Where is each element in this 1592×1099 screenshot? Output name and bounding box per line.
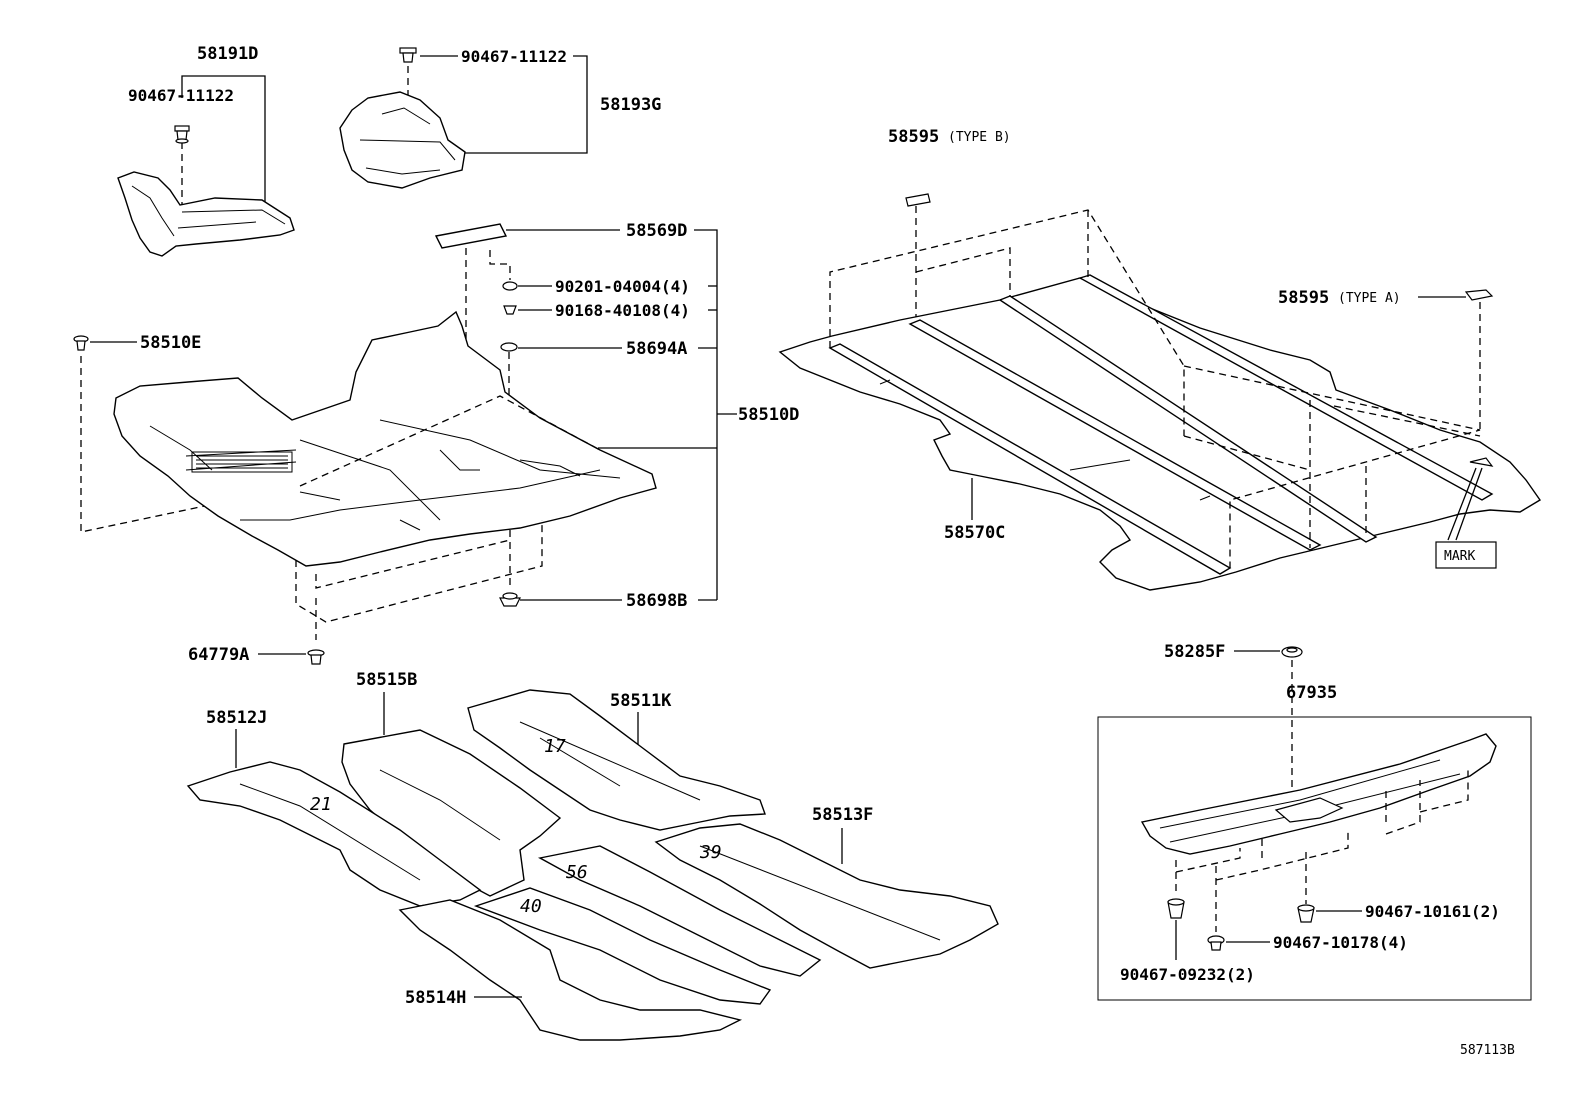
tag-58595-type-b-icon bbox=[905, 193, 931, 207]
part-58193G-group: 90467-11122 58193G bbox=[339, 47, 661, 189]
label-58191D[interactable]: 58191D bbox=[197, 44, 258, 64]
label-58285F[interactable]: 58285F bbox=[1164, 642, 1225, 662]
label-90467-10161[interactable]: 90467-10161(2) bbox=[1365, 902, 1500, 921]
part-58570C-group: 58595 (TYPE B) 58595 (TYPE A) MARK 58570… bbox=[778, 127, 1542, 591]
label-58694A[interactable]: 58694A bbox=[626, 339, 687, 359]
clip-64779A-icon bbox=[307, 649, 325, 665]
box-67935 bbox=[1097, 716, 1532, 1001]
pad-58569D bbox=[434, 223, 508, 249]
label-64779A[interactable]: 64779A bbox=[188, 645, 249, 665]
mark-arrow-icon bbox=[1469, 457, 1494, 467]
mat-marking-56-icon: 56 bbox=[566, 862, 588, 883]
part-58569D-group: 58569D 58510D 90201-04004(4) 90168-40108… bbox=[434, 221, 799, 600]
clip-90467-09232-icon bbox=[1167, 898, 1185, 919]
clip-90467-10178-icon bbox=[1207, 935, 1225, 951]
mat-marking-17-icon: 17 bbox=[544, 736, 566, 757]
part-58570C-carpet bbox=[778, 277, 1542, 591]
clip-90467-10161-icon bbox=[1297, 904, 1315, 923]
label-58515B[interactable]: 58515B bbox=[356, 670, 417, 690]
clip-58285F-icon bbox=[1281, 646, 1303, 658]
mat-marking-39-icon: 39 bbox=[699, 842, 722, 863]
label-58595-type-a[interactable]: 58595 bbox=[1278, 288, 1329, 308]
label-58512J[interactable]: 58512J bbox=[206, 708, 267, 728]
part-67935-group: 58285F 67935 90467-09232(2) bbox=[1097, 642, 1532, 1001]
label-90467-11122-b[interactable]: 90467-11122 bbox=[461, 47, 567, 66]
label-58514H[interactable]: 58514H bbox=[405, 988, 466, 1008]
label-58513F[interactable]: 58513F bbox=[812, 805, 873, 825]
screw-90168-icon bbox=[503, 305, 517, 315]
label-90467-09232[interactable]: 90467-09232(2) bbox=[1120, 965, 1255, 984]
mat-58514H bbox=[398, 899, 743, 1041]
part-58193G-cover bbox=[339, 91, 466, 189]
clip-90467-11122-b-icon bbox=[399, 47, 417, 63]
mat-marking-40-icon: 40 bbox=[520, 896, 542, 917]
label-58510E[interactable]: 58510E bbox=[140, 333, 201, 353]
label-type-a: (TYPE A) bbox=[1338, 291, 1401, 306]
label-90467-11122-a[interactable]: 90467-11122 bbox=[128, 86, 234, 105]
label-58698B[interactable]: 58698B bbox=[626, 591, 687, 611]
label-type-b: (TYPE B) bbox=[948, 130, 1011, 145]
part-58191D-group: 58191D 90467-11122 bbox=[117, 44, 295, 257]
label-90201-04004[interactable]: 90201-04004(4) bbox=[555, 277, 690, 296]
part-58510D-carpet bbox=[113, 310, 657, 567]
label-58595-type-b[interactable]: 58595 bbox=[888, 127, 939, 147]
mat-58515B bbox=[341, 729, 562, 897]
mat-middle-56 bbox=[537, 845, 822, 977]
washer-90201-icon bbox=[502, 281, 518, 291]
label-67935[interactable]: 67935 bbox=[1286, 683, 1337, 703]
mat-marking-21-icon: 21 bbox=[310, 794, 332, 815]
label-mark: MARK bbox=[1444, 549, 1475, 564]
clip-58510E-icon bbox=[73, 335, 89, 351]
grommet-58694A-icon bbox=[500, 342, 518, 352]
label-58510D[interactable]: 58510D bbox=[738, 405, 799, 425]
part-58191D-cover bbox=[117, 171, 295, 257]
tag-58595-type-a-icon bbox=[1464, 289, 1494, 301]
label-58193G[interactable]: 58193G bbox=[600, 95, 661, 115]
part-58510D-group: 58510E 58698B 64779A bbox=[73, 310, 717, 665]
label-90467-10178[interactable]: 90467-10178(4) bbox=[1273, 933, 1408, 952]
clip-58698B-icon bbox=[499, 592, 521, 607]
label-90168-40108[interactable]: 90168-40108(4) bbox=[555, 301, 690, 320]
mark-box bbox=[1435, 541, 1497, 569]
part-67935-scuff-plate bbox=[1140, 733, 1497, 855]
label-58570C[interactable]: 58570C bbox=[944, 523, 1005, 543]
mat-58511K bbox=[467, 689, 766, 831]
floor-mats-group: 58515B 58511K 17 58512J 21 58513F 39 40 … bbox=[186, 670, 999, 1041]
label-58511K[interactable]: 58511K bbox=[610, 691, 672, 711]
label-58569D[interactable]: 58569D bbox=[626, 221, 687, 241]
mat-58514H-inner bbox=[473, 887, 772, 1005]
clip-90467-11122-a-icon bbox=[174, 125, 190, 144]
drawing-id: 587113B bbox=[1460, 1043, 1515, 1058]
